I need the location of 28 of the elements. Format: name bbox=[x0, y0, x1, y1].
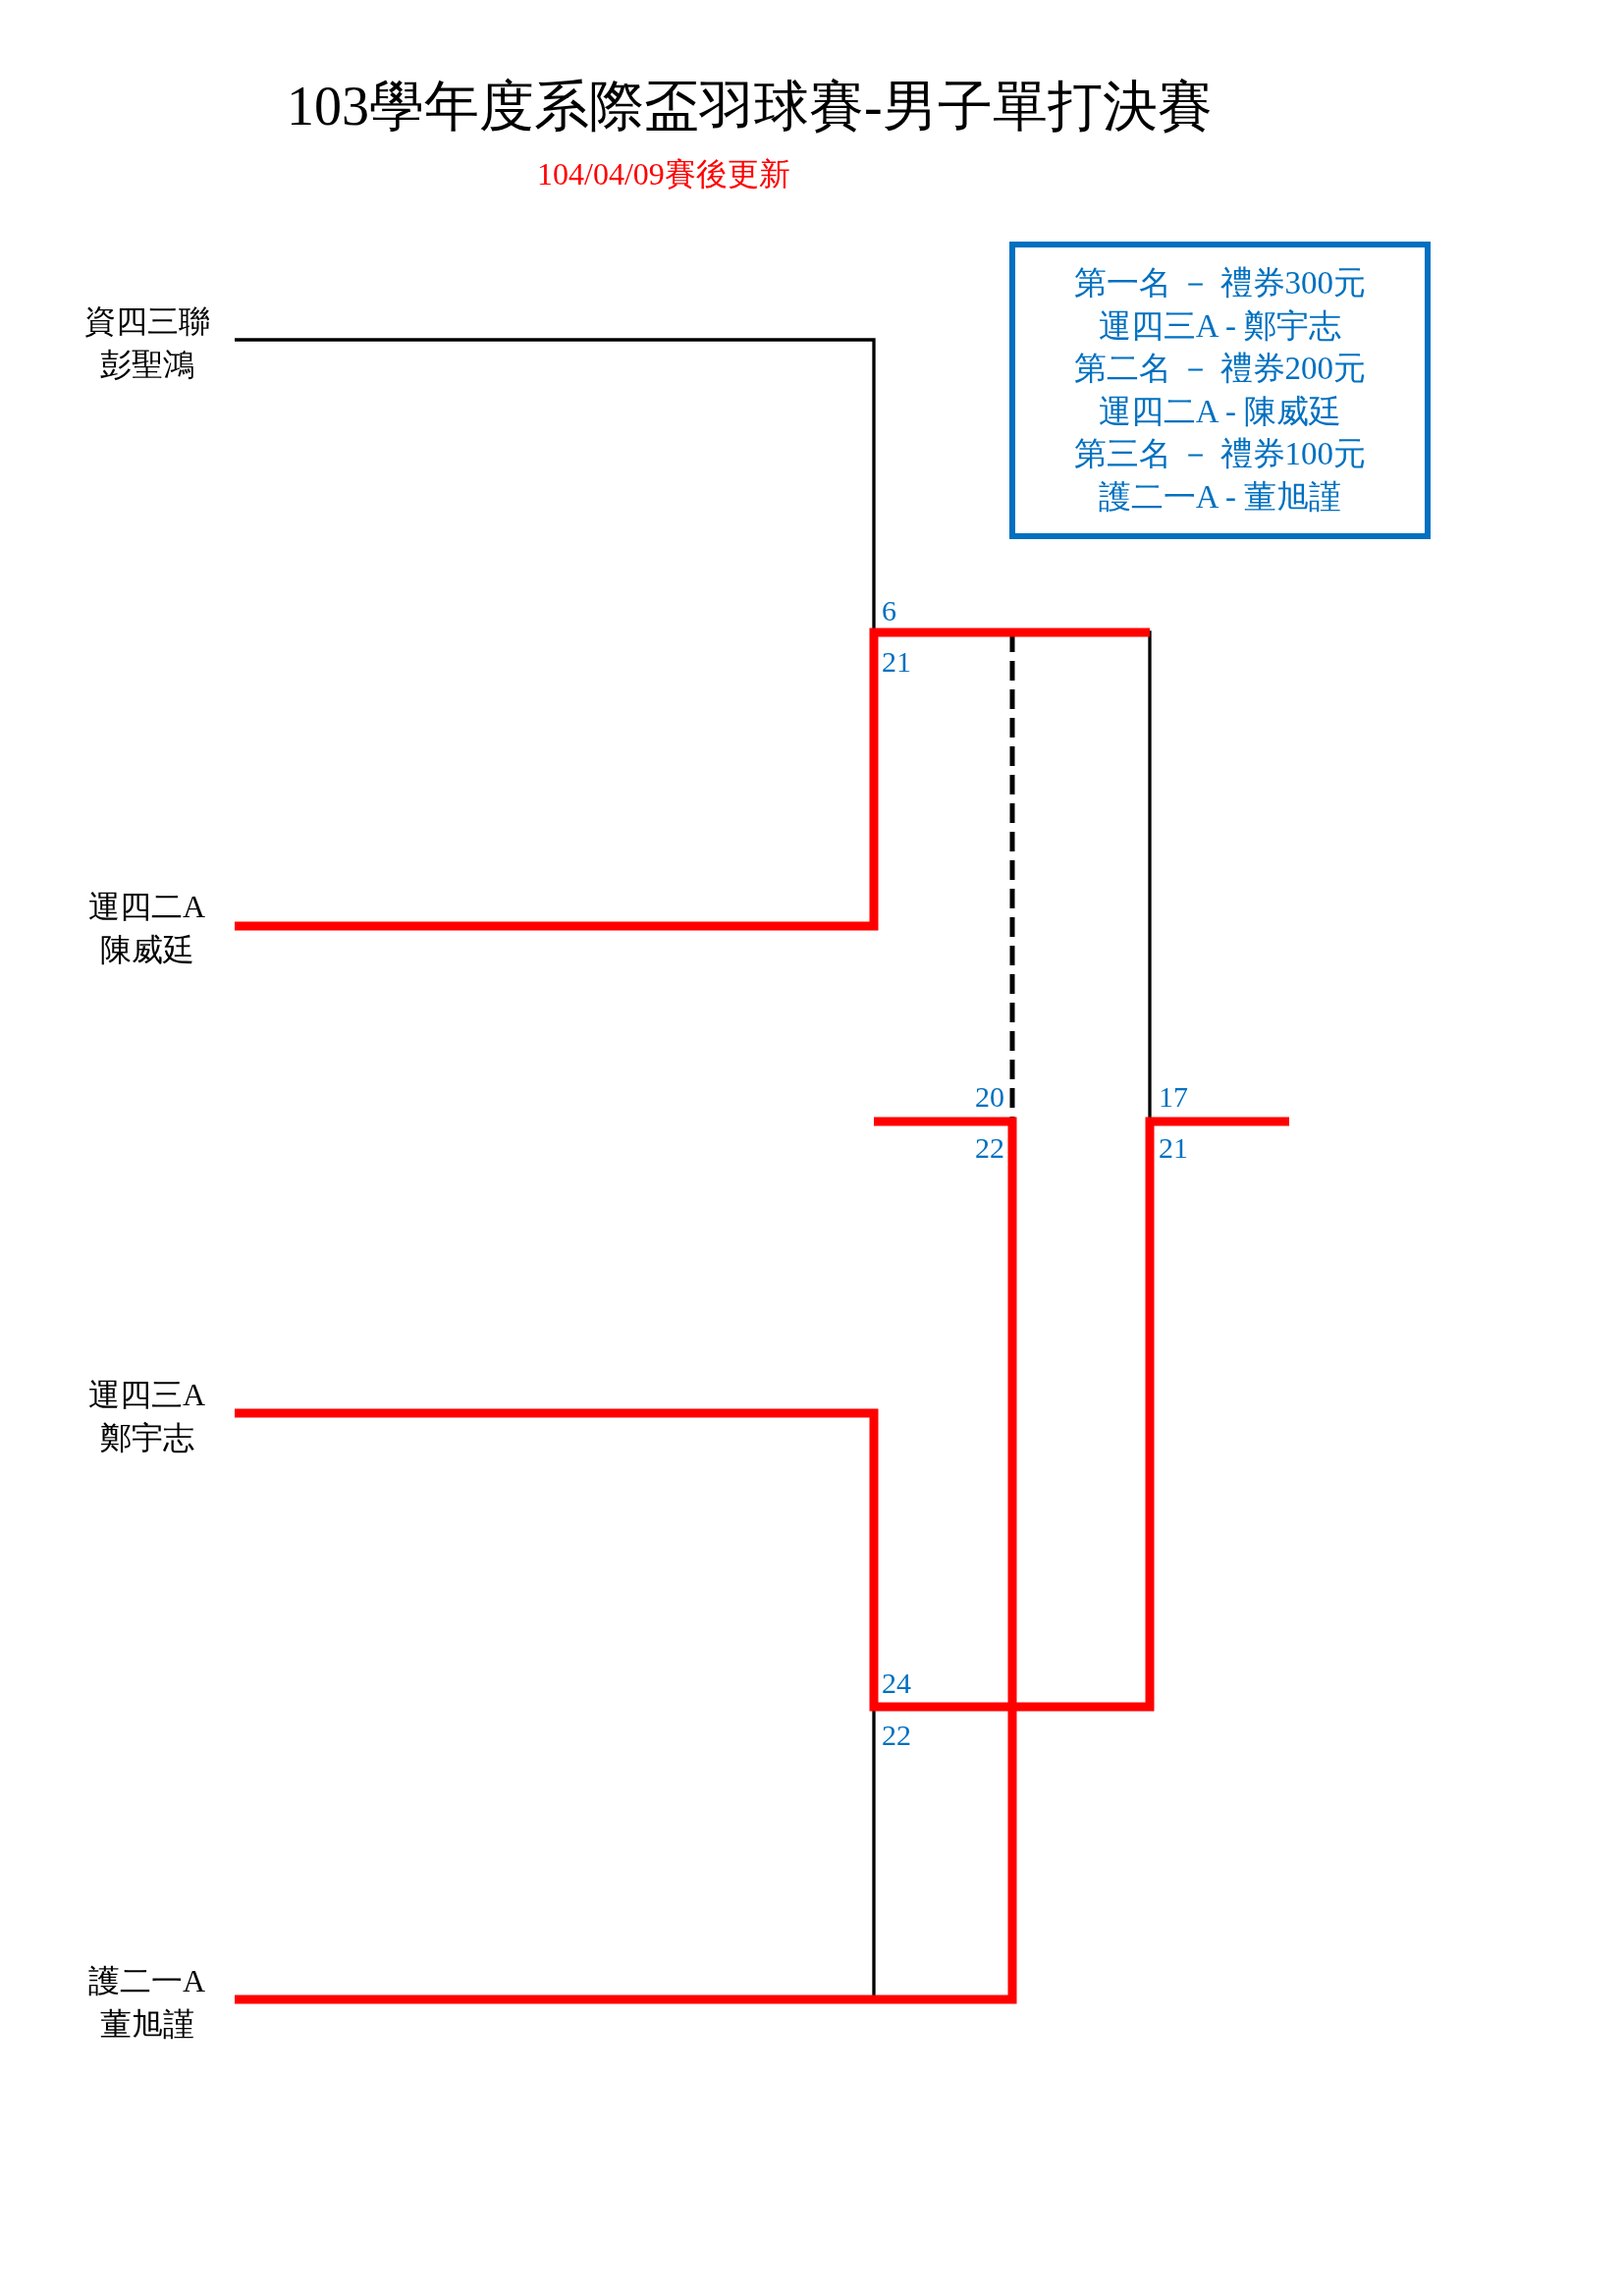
score: 24 bbox=[882, 1668, 911, 1698]
winner-line: 運四三A - 鄭宇志 bbox=[1098, 306, 1342, 346]
class-name: 運四三A bbox=[87, 1376, 206, 1414]
bracket-line bbox=[235, 1117, 1289, 1712]
score: 21 bbox=[882, 647, 911, 677]
class-name: 運四二A bbox=[87, 888, 206, 926]
player-name: 彭聖鴻 bbox=[99, 346, 194, 384]
prize-line: 第三名 － 禮券100元 bbox=[1074, 435, 1366, 473]
winner-line: 護二一A - 董旭謹 bbox=[1098, 477, 1342, 517]
player-name: 董旭謹 bbox=[99, 2005, 194, 2044]
score: 6 bbox=[882, 596, 896, 626]
score: 22 bbox=[975, 1133, 1004, 1163]
player-name: 陳威廷 bbox=[99, 931, 194, 969]
bracket-line bbox=[235, 1117, 1017, 2004]
player-name: 鄭宇志 bbox=[99, 1419, 194, 1457]
class-name: 資四三聯 bbox=[83, 302, 210, 341]
score: 21 bbox=[1159, 1133, 1188, 1163]
prize-box bbox=[1009, 242, 1431, 539]
score: 17 bbox=[1159, 1082, 1188, 1112]
bracket-line bbox=[235, 628, 1150, 931]
prize-line: 第二名 － 禮券200元 bbox=[1074, 350, 1366, 388]
prize-line: 第一名 － 禮券300元 bbox=[1074, 264, 1366, 302]
update-note: 104/04/09賽後更新 bbox=[537, 158, 790, 190]
score: 20 bbox=[975, 1082, 1004, 1112]
class-name: 護二一A bbox=[87, 1962, 206, 2000]
winner-line: 運四二A - 陳威廷 bbox=[1098, 392, 1342, 431]
score: 22 bbox=[882, 1721, 911, 1750]
title: 103學年度系際盃羽球賽-男子單打決賽 bbox=[287, 79, 1213, 134]
